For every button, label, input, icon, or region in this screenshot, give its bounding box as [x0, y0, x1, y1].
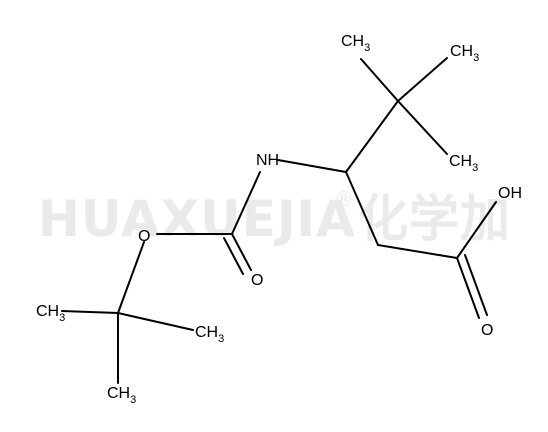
bond-carbamate-c-o-double-a: [231, 233, 252, 271]
bond-c-oh: [456, 201, 497, 259]
atom-nh: NH: [256, 152, 279, 169]
atom-oh: OH: [498, 185, 522, 202]
atom-o-carbonyl: O: [251, 272, 263, 289]
atom-ch3-mid-right: CH3: [195, 324, 224, 345]
atom-ch3-left: CH3: [36, 303, 65, 324]
watermark-latin: HUAXUEJIA: [38, 190, 356, 248]
bond-quaternary-ch: [345, 100, 399, 173]
atom-ch3-top-left: CH3: [341, 33, 370, 54]
bond-ch3-quaternary-top-right: [397, 57, 448, 102]
bond-nh-ch: [277, 159, 347, 173]
bond-ch3-quaternary-right: [397, 100, 448, 155]
atom-ch3-top-right: CH3: [450, 43, 479, 64]
atom-o-ester: O: [138, 228, 150, 245]
bond-ch3-quaternary-top-left: [360, 58, 399, 102]
bond-c-o-double-a: [456, 257, 480, 319]
bond-c-o-double-b: [464, 254, 488, 316]
watermark-chinese: 化学加: [358, 190, 511, 248]
bond-tbu-ch3-left: [61, 310, 119, 314]
bonds: [61, 57, 497, 384]
atom-ch3-bottom: CH3: [107, 385, 136, 406]
bond-o-tbu: [117, 241, 145, 314]
bond-carbamate-c-o-double-b: [223, 237, 244, 275]
atom-ch3-right: CH3: [449, 153, 478, 174]
atom-o-acid: O: [481, 322, 493, 339]
watermark-registered-mark: ®: [334, 187, 354, 211]
bond-tbu-ch3-right: [117, 312, 194, 331]
bond-ch-ch2: [345, 171, 379, 246]
bond-nh-carbamate-c: [231, 171, 261, 235]
bond-ch2-cooh: [377, 244, 458, 259]
